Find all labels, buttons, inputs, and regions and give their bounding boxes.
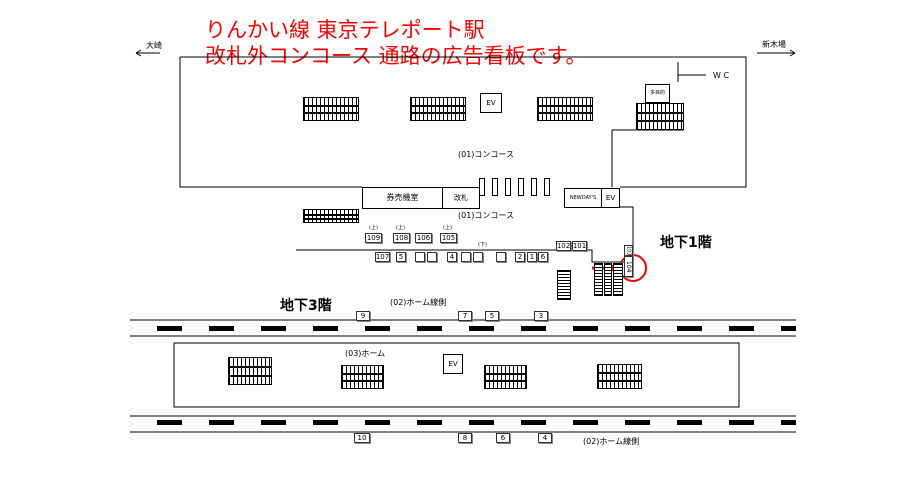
ad-board[interactable]: 1 [527, 252, 537, 262]
platform-ad[interactable]: 6 [496, 433, 510, 443]
title-line-2: 改札外コンコース 通路の広告看板です。 [205, 44, 587, 68]
ticket-gate: 改札 [442, 187, 480, 209]
elevator-upper: EV [480, 93, 502, 113]
escalator-icon [613, 263, 623, 296]
gate-icon [505, 178, 511, 196]
arrow-right-icon [757, 49, 796, 57]
upper-label: (上) [443, 225, 452, 231]
ad-board[interactable] [427, 252, 437, 262]
platform-ad[interactable]: 4 [538, 433, 552, 443]
ad-board[interactable] [415, 252, 425, 262]
escalator-icon [594, 263, 603, 296]
ad-board[interactable]: 101 [572, 241, 587, 251]
platform-ad[interactable]: 8 [458, 433, 472, 443]
upper-label: (上) [369, 225, 378, 231]
upper-label: (上) [396, 225, 405, 231]
escalator-icon [557, 270, 571, 300]
platform-ad[interactable]: 10 [354, 433, 370, 443]
ad-board[interactable] [461, 252, 471, 262]
gate-icon [531, 178, 537, 196]
gate-icon [518, 178, 524, 196]
ad-board[interactable] [473, 252, 483, 262]
ad-board[interactable]: 105 [440, 233, 457, 243]
title-line-1: りんかい線 東京テレポート駅 [205, 18, 485, 42]
ad-board[interactable]: 107 [375, 252, 390, 262]
ad-board[interactable]: 109 [365, 233, 382, 243]
escalator-icon [636, 103, 684, 130]
newdays-shop: NEWDAY'S [564, 188, 602, 208]
track-side-upper-label: (02)ホーム線側 [390, 298, 447, 307]
elevator-platform: EV [443, 354, 463, 374]
multipurpose-toilet: 多目的 [645, 84, 670, 103]
escalator-icon [303, 209, 359, 223]
direction-osaki: 大崎 [146, 41, 162, 50]
direction-shinkiba: 新木場 [762, 40, 786, 49]
escalator-icon [604, 263, 612, 296]
gate-icon [479, 178, 485, 196]
escalator-icon [410, 97, 466, 121]
ad-board[interactable]: 5 [396, 252, 406, 262]
platform-ad[interactable]: 9 [356, 311, 370, 321]
ad-board[interactable]: 106 [415, 233, 432, 243]
platform-ad[interactable]: 7 [458, 311, 472, 321]
track-rail [130, 326, 796, 331]
ad-board[interactable]: 102 [556, 241, 571, 251]
floor-label-b1: 地下1階 [660, 235, 712, 251]
escalator-icon [537, 97, 593, 121]
track-side-lower-label: (02)ホーム線側 [583, 437, 640, 446]
platform-ad[interactable]: 3 [534, 311, 548, 321]
ad-board[interactable]: 4 [447, 252, 457, 262]
ad-board[interactable]: 6 [538, 252, 548, 262]
wc-label: W C [713, 71, 730, 80]
escalator-icon [484, 365, 527, 389]
ad-board[interactable]: 2 [515, 252, 525, 262]
elevator-concourse: EV [601, 188, 620, 208]
concourse-lower-label: (01)コンコース [458, 211, 515, 220]
track-rail [130, 420, 796, 425]
lower-label: (下) [478, 242, 487, 248]
platform-label: (03)ホーム [345, 349, 386, 358]
escalator-icon [303, 97, 359, 121]
escalator-icon [597, 364, 642, 389]
ad-board[interactable] [496, 252, 506, 262]
escalator-icon [228, 357, 272, 385]
gate-icon [492, 178, 498, 196]
ad-board[interactable]: 108 [393, 233, 410, 243]
ad-board-104-highlighted[interactable]: 104 [624, 256, 633, 277]
arrow-left-icon [135, 49, 160, 57]
escalator-icon [341, 365, 384, 389]
platform-ad[interactable]: 5 [485, 311, 499, 321]
gate-icon [544, 178, 550, 196]
ticket-machine-room: 券売機室 [362, 187, 443, 209]
concourse-upper-label: (01)コンコース [458, 150, 515, 159]
ad-board-103[interactable]: 103 [624, 245, 633, 256]
floor-label-b3: 地下3階 [280, 298, 332, 314]
